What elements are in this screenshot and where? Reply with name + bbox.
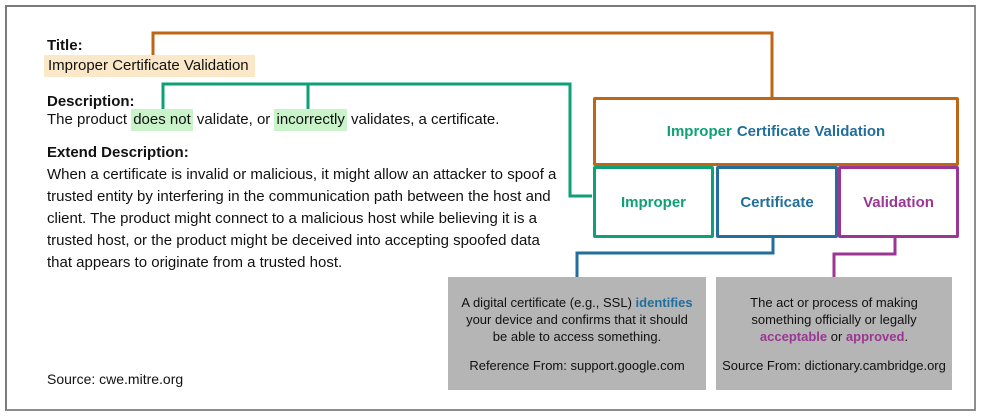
description-highlight-incorrectly: incorrectly xyxy=(274,109,347,131)
connector-title-to-main-box xyxy=(151,31,774,97)
certificate-definition-text: A digital certificate (e.g., SSL) identi… xyxy=(448,294,706,345)
definition-emphasis-approved: approved xyxy=(845,329,905,344)
term-box-certificate: Certificate xyxy=(716,166,838,238)
term-box-improper-label: Improper xyxy=(620,193,686,211)
definition-part: your device and confirms that it should … xyxy=(466,312,688,344)
definition-part: . xyxy=(904,329,909,344)
term-box-validation-label: Validation xyxy=(863,193,934,211)
description-highlight-does-not: does not xyxy=(131,109,193,131)
description-label: Description: xyxy=(47,93,135,110)
description-part: validates, a certificate. xyxy=(346,111,500,128)
description-line: The product does not validate, or incorr… xyxy=(47,109,500,131)
definition-box-validation: The act or process of making something o… xyxy=(716,277,952,390)
extend-description-label: Extend Description: xyxy=(47,144,189,161)
connector-description-to-improper-box xyxy=(161,82,592,198)
connector-certificate-to-definition xyxy=(575,232,775,277)
description-part: The product xyxy=(47,111,132,128)
title-highlight: Improper Certificate Validation xyxy=(44,55,255,77)
term-box-improper: Improper xyxy=(593,166,714,238)
definition-box-certificate: A digital certificate (e.g., SSL) identi… xyxy=(448,277,706,390)
definition-emphasis-acceptable: acceptable xyxy=(759,329,828,344)
term-box-certificate-label: Certificate xyxy=(740,193,814,211)
extend-description-text: When a certificate is invalid or malicio… xyxy=(47,166,557,271)
validation-definition-text: The act or process of making something o… xyxy=(716,294,952,345)
title-label: Title: xyxy=(47,37,83,54)
definition-part: A digital certificate (e.g., SSL) xyxy=(461,295,636,310)
term-box-validation: Validation xyxy=(838,166,959,238)
description-part: validate, or xyxy=(192,111,275,128)
definition-emphasis-identifies: identifies xyxy=(635,295,693,310)
title-value: Improper Certificate Validation xyxy=(44,55,255,77)
main-term-word-improper: Improper xyxy=(666,123,732,140)
source-attribution: Source: cwe.mitre.org xyxy=(47,371,184,387)
certificate-definition-reference: Reference From: support.google.com xyxy=(469,358,685,373)
definition-part: The act or process of making something o… xyxy=(750,295,918,327)
main-term-word-certificate-validation: Certificate Validation xyxy=(736,123,886,140)
connector-validation-to-definition xyxy=(832,232,897,277)
validation-definition-source: Source From: dictionary.cambridge.org xyxy=(722,358,946,373)
definition-part: or xyxy=(827,329,846,344)
